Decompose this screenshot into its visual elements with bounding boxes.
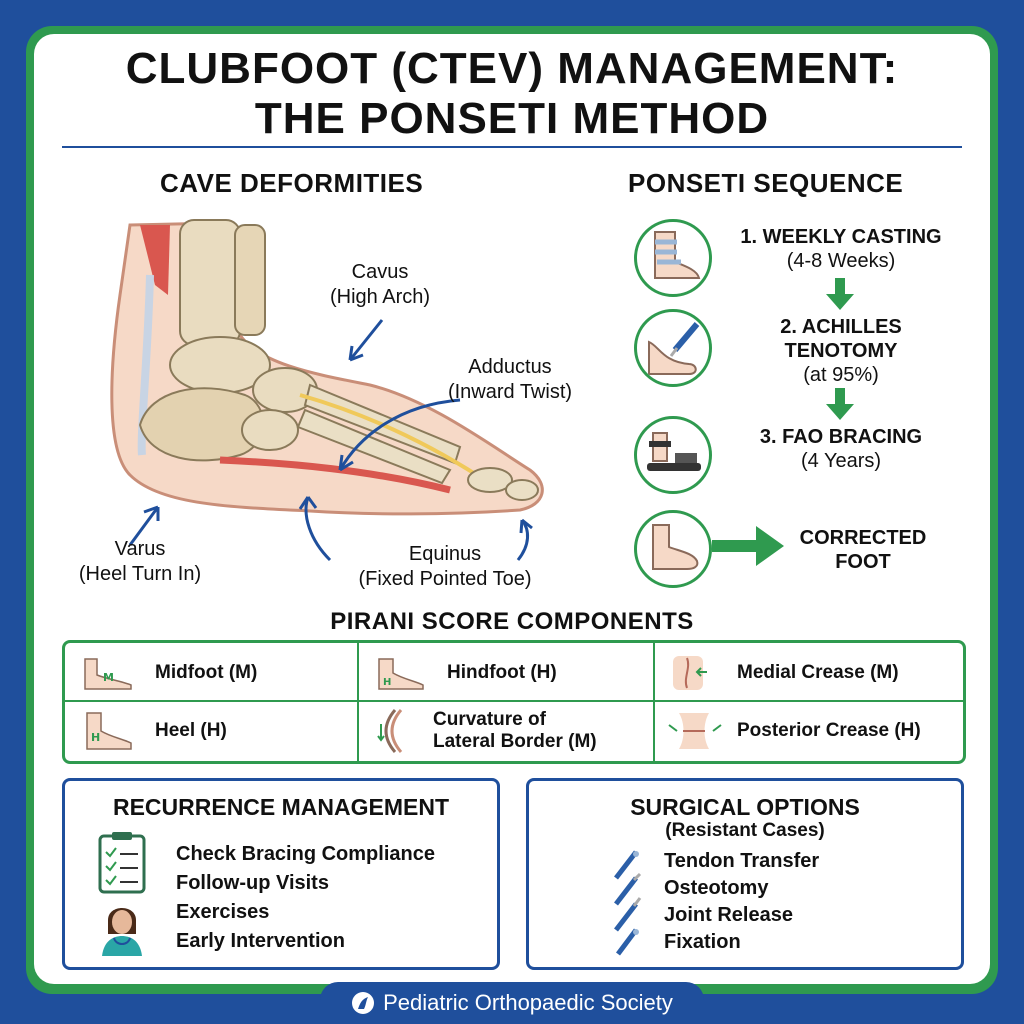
plantar-muscle-shape <box>219 456 451 494</box>
step-1-text: 1. WEEKLY CASTING(4-8 Weeks) <box>740 226 942 272</box>
tendon-shape <box>299 393 482 479</box>
equinus-arrow-left <box>304 496 332 562</box>
step-3-text: 3. FAO BRACING(4 Years) <box>759 426 923 472</box>
foot-anatomy-illustration <box>110 219 544 562</box>
cavus-arrow <box>348 319 384 361</box>
result-arrow <box>712 526 784 566</box>
title-line-1: CLUBFOOT (CTEV) MANAGEMENT: <box>125 44 899 93</box>
fibula-bone <box>234 224 266 336</box>
equinus-label: Equinus(Fixed Pointed Toe) <box>358 543 532 590</box>
heel-icon: H <box>86 712 132 750</box>
cave-heading: CAVE DEFORMITIES <box>160 168 424 198</box>
svg-text:H: H <box>91 731 100 744</box>
posterior-crease-icon <box>668 713 722 749</box>
varus-arrow <box>128 506 160 546</box>
surgical-subheading: (Resistant Cases) <box>665 820 825 841</box>
recurrence-item: Follow-up Visits <box>176 872 329 894</box>
surgical-box <box>526 778 964 970</box>
ponseti-heading: PONSETI SEQUENCE <box>628 168 904 198</box>
recurrence-item: Early Intervention <box>176 930 345 952</box>
recurrence-item: Exercises <box>176 901 270 923</box>
cavus-label: Cavus(High Arch) <box>329 261 431 308</box>
recurrence-item: Check Bracing Compliance <box>176 843 435 865</box>
tibia-bone <box>179 219 241 346</box>
hindfoot-icon: H <box>378 658 424 690</box>
pirani-cell-midfoot: M Midfoot (M) <box>79 651 349 695</box>
surgical-item: Tendon Transfer <box>664 850 820 872</box>
recurrence-heading: RECURRENCE MANAGEMENT <box>112 794 450 820</box>
pirani-cell-medial-crease: Medial Crease (M) <box>667 651 957 695</box>
toe-bone <box>505 479 539 501</box>
svg-text:H: H <box>383 677 391 688</box>
surgical-item: Osteotomy <box>664 877 769 899</box>
pirani-cell-heel: H Heel (H) <box>79 707 349 755</box>
title-line-2: THE PONSETI METHOD <box>254 94 770 143</box>
toe-bone <box>467 467 513 493</box>
midfoot-icon: M <box>84 658 132 690</box>
cast-foot-icon <box>634 219 712 297</box>
nurse-icon <box>102 908 142 956</box>
svg-text:M: M <box>103 671 114 684</box>
pirani-heading: PIRANI SCORE COMPONENTS <box>330 608 694 635</box>
calf-muscle-shape <box>140 225 170 295</box>
pirani-cell-hindfoot: H Hindfoot (H) <box>371 651 647 695</box>
adductus-label: Adductus(Inward Twist) <box>447 356 573 403</box>
surgical-item: Fixation <box>664 931 741 953</box>
pirani-table: M Midfoot (M) H Hindfoot (H) Medial Crea… <box>62 640 966 764</box>
corrected-foot-icon <box>634 510 712 588</box>
pirani-cell-posterior-crease: Posterior Crease (H) <box>667 707 957 755</box>
brace-icon <box>634 416 712 494</box>
cuboid-bone <box>241 409 299 451</box>
adductus-arrow <box>338 398 461 471</box>
title-divider <box>62 146 962 148</box>
varus-label: Varus(Heel Turn In) <box>78 538 202 585</box>
surgical-instruments-icon <box>614 850 642 956</box>
step-arrow-1 <box>826 278 854 310</box>
curvature-icon <box>377 709 403 753</box>
metatarsal-bone <box>296 408 452 485</box>
surgical-item: Joint Release <box>664 904 793 926</box>
recurrence-list: Check Bracing Compliance Follow-up Visit… <box>176 840 435 956</box>
footer-tab: Pediatric Orthopaedic Society <box>320 982 704 1024</box>
clipboard-icon <box>98 832 146 894</box>
surgical-list: Tendon Transfer Osteotomy Joint Release … <box>664 848 819 956</box>
scalpel-icon <box>634 309 712 387</box>
society-name: Pediatric Orthopaedic Society <box>383 990 673 1015</box>
achilles-tendon-shape <box>137 274 154 456</box>
society-logo-icon <box>352 992 375 1014</box>
surgical-heading: SURGICAL OPTIONS <box>630 794 860 820</box>
step-arrow-2 <box>826 388 854 420</box>
medial-crease-icon <box>673 656 707 690</box>
